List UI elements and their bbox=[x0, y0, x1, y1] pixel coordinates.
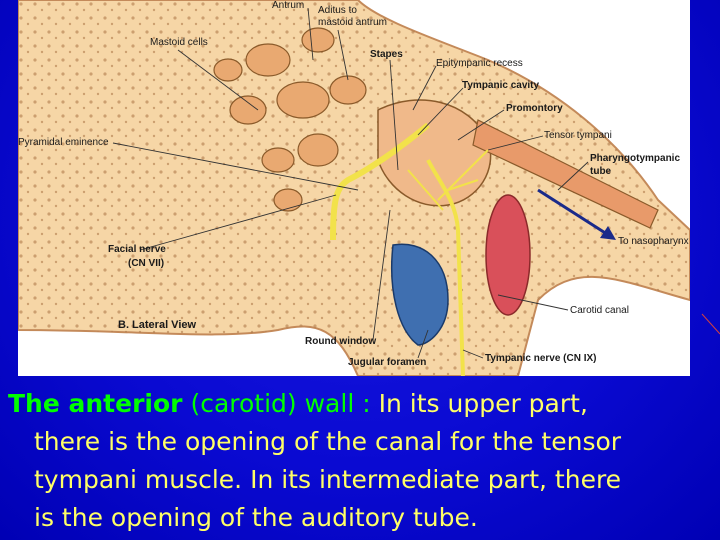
label-antrum: Antrum bbox=[272, 0, 304, 11]
label-aditus: Aditus to bbox=[318, 5, 357, 16]
label-pyramidal-eminence: Pyramidal eminence bbox=[18, 137, 109, 148]
label-aditus-2: mastoid antrum bbox=[318, 17, 387, 28]
label-jugular-foramen: Jugular foramen bbox=[348, 357, 426, 368]
label-pharyngotympanic-2: tube bbox=[590, 166, 611, 177]
label-tensor-tympani: Tensor tympani bbox=[544, 130, 612, 141]
caption-line-4: is the opening of the auditory tube. bbox=[8, 499, 708, 537]
label-carotid-canal: Carotid canal bbox=[570, 305, 629, 316]
label-promontory: Promontory bbox=[506, 103, 563, 114]
caption-line-2: there is the opening of the canal for th… bbox=[8, 423, 708, 461]
caption-line-1: The anterior (carotid) wall : In its upp… bbox=[8, 385, 708, 423]
caption-line-3: tympani muscle. In its intermediate part… bbox=[8, 461, 708, 499]
anatomy-figure: Antrum Aditus to mastoid antrum Mastoid … bbox=[18, 0, 690, 376]
caption-anterior: The anterior bbox=[8, 389, 183, 418]
label-tympanic-cavity: Tympanic cavity bbox=[462, 80, 539, 91]
label-lateral-view: B. Lateral View bbox=[118, 320, 196, 331]
label-mastoid-cells: Mastoid cells bbox=[150, 37, 208, 48]
label-tympanic-nerve: Tympanic nerve (CN IX) bbox=[485, 353, 597, 364]
label-round-window: Round window bbox=[305, 336, 376, 347]
caption-text: The anterior (carotid) wall : In its upp… bbox=[8, 385, 708, 537]
label-to-nasopharynx: To nasopharynx bbox=[618, 236, 689, 247]
decorative-line bbox=[700, 312, 720, 336]
caption-carotid-wall: (carotid) wall : bbox=[190, 389, 370, 418]
caption-upper-part: In its upper part, bbox=[379, 389, 588, 418]
label-facial-nerve-2: (CN VII) bbox=[128, 258, 164, 269]
label-pharyngotympanic: Pharyngotympanic bbox=[590, 153, 680, 164]
label-facial-nerve: Facial nerve bbox=[108, 244, 166, 255]
label-epitympanic-recess: Epitympanic recess bbox=[436, 58, 523, 69]
label-stapes: Stapes bbox=[370, 49, 403, 60]
